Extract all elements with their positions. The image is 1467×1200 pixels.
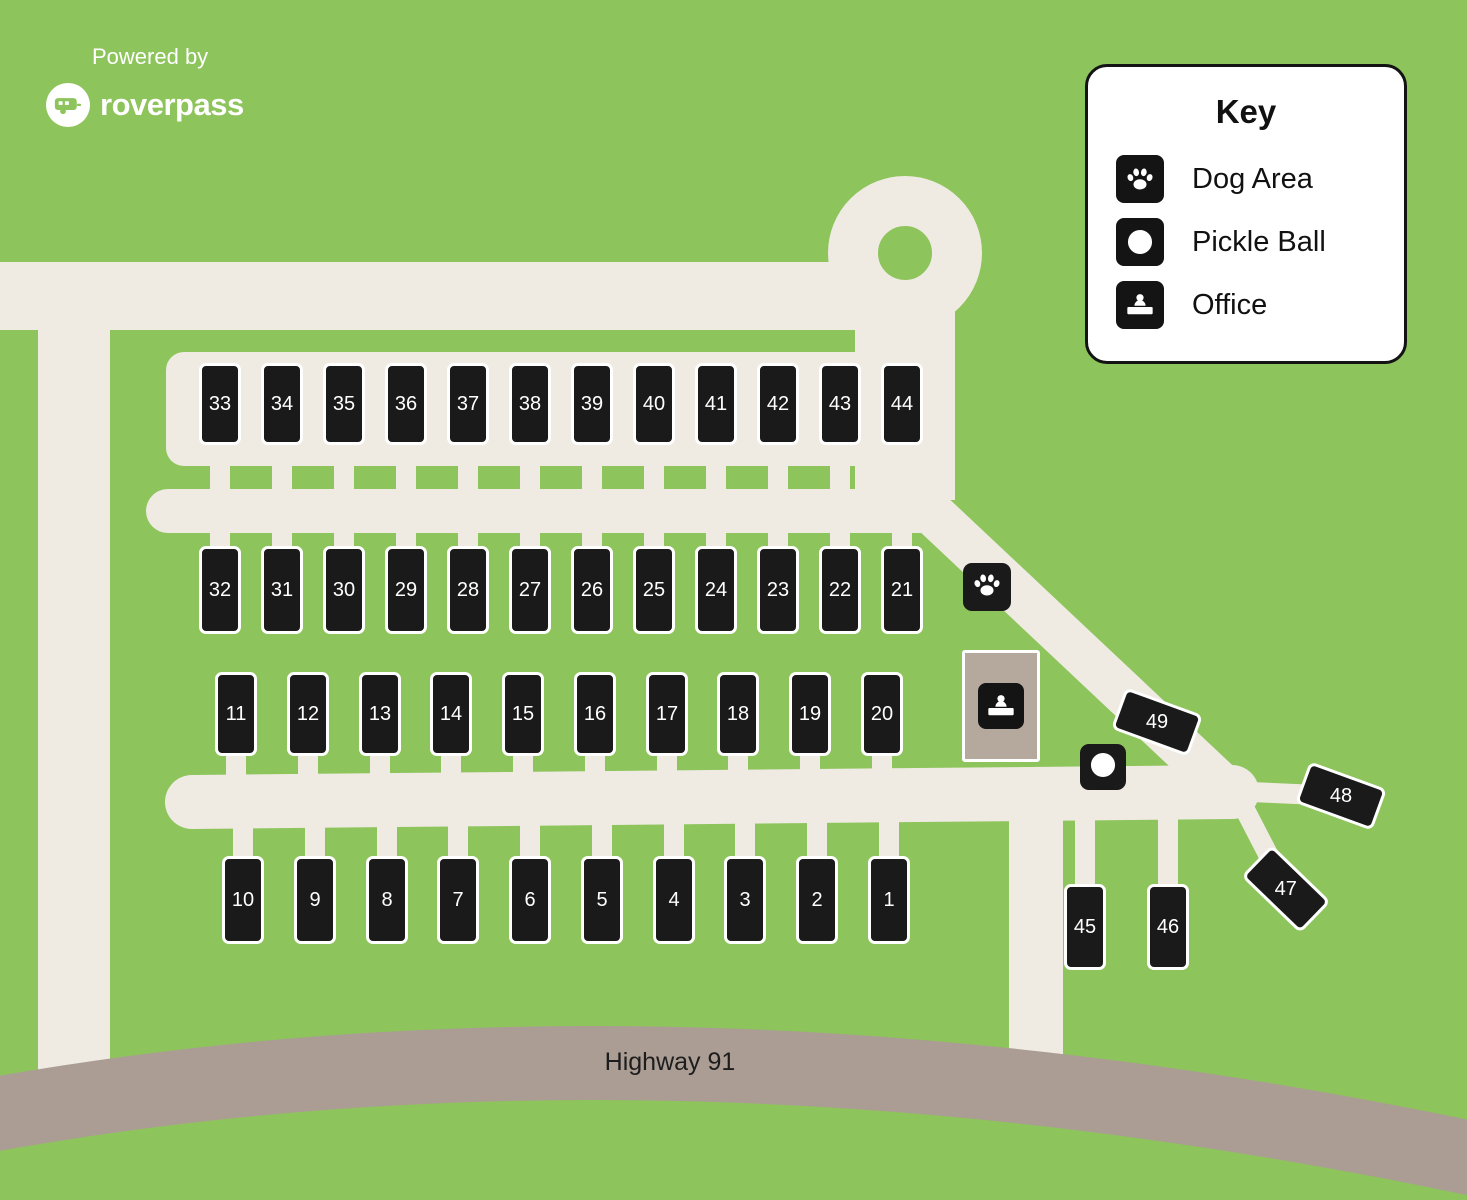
paw-icon [970,568,1004,607]
camper-icon [46,83,90,127]
key-entry-dog-area: Dog Area [1116,155,1376,203]
office-icon [978,683,1024,729]
key-label-dog-area: Dog Area [1192,162,1313,195]
dog-area-marker [963,563,1011,611]
pickleball-icon [1116,218,1164,266]
key-title: Key [1215,93,1277,130]
key-entry-pickle-ball: Pickle Ball [1116,218,1376,266]
key-entry-office: Office [1116,281,1376,329]
roverpass-logo: roverpass [46,83,244,127]
highway-label: Highway 91 [604,1048,736,1076]
highway-road [0,1026,1467,1196]
pickleball-marker [1080,744,1126,790]
pickleball-icon [1086,748,1120,787]
roverpass-wordmark: roverpass [100,87,244,122]
site-48-driveway [1249,782,1342,806]
key-legend: Key Dog Area Pickle Ball [1085,64,1407,364]
south-road [165,765,1259,829]
office-icon [1116,281,1164,329]
powered-by-text: Powered by [92,44,209,69]
key-label-office: Office [1192,288,1268,321]
site-driveways [210,404,1342,927]
roads [0,176,1259,1110]
office-building [962,650,1040,762]
site-47-driveway [1231,795,1295,894]
key-label-pickle-ball: Pickle Ball [1192,225,1326,258]
paw-icon [1116,155,1164,203]
roverpass-branding: Powered by roverpass [46,44,244,127]
middle-road [146,489,1254,817]
loop-road [828,176,982,330]
